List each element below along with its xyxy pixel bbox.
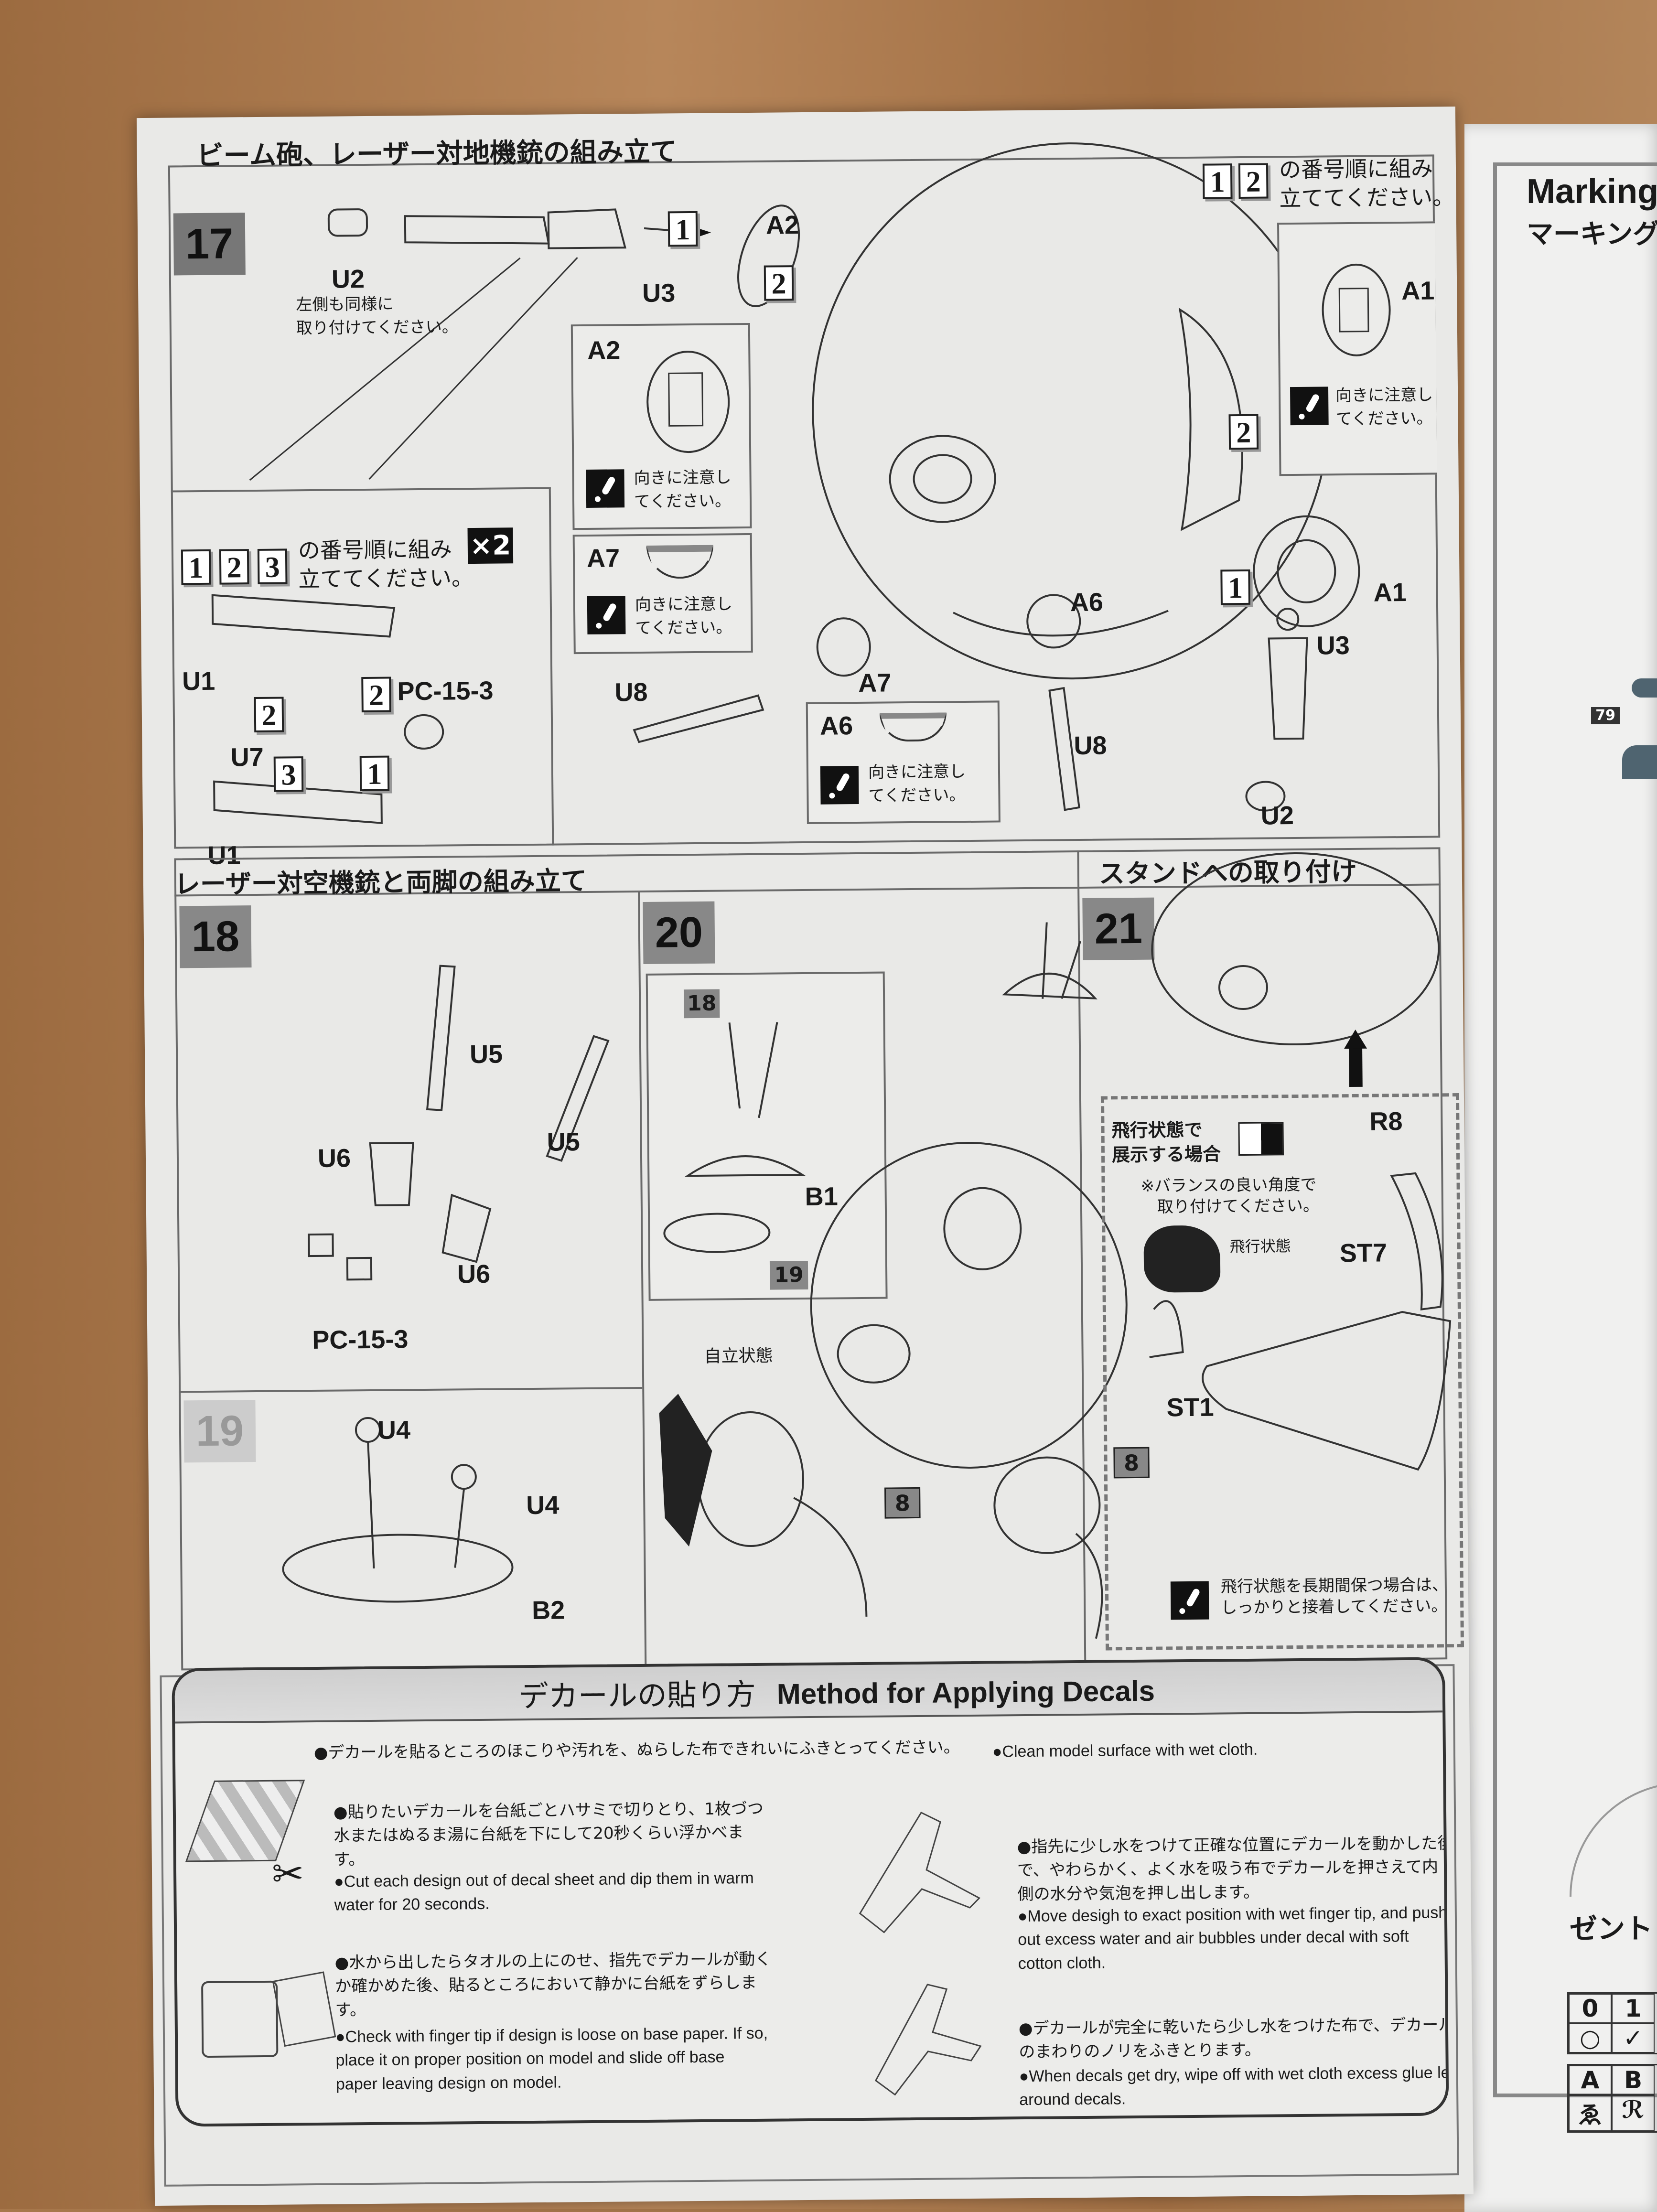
decal-sheet-illustration bbox=[185, 1780, 305, 1862]
flight-display-dashed-box: 飛行状態で 展示する場合 R8 ※バランスの良い角度で 取り付けてください。 飛… bbox=[1100, 1093, 1464, 1651]
table-cell: ゑ bbox=[1569, 2095, 1612, 2131]
beam-cannon-right bbox=[1268, 637, 1308, 740]
glue-note: 飛行状態を長期間保つ場合は、 しっかりと接着してください。 bbox=[1220, 1575, 1449, 1618]
step17-diagram bbox=[211, 142, 1360, 824]
part-u8-left bbox=[633, 694, 764, 743]
part-u1-top bbox=[211, 594, 396, 638]
step20-diagram bbox=[659, 922, 1128, 1639]
step18-19-diagram bbox=[282, 965, 610, 1603]
label-st1: ST1 bbox=[1166, 1393, 1214, 1422]
part-u8-right bbox=[1048, 687, 1080, 811]
decal-step3-jp: ●水から出したらタオルの上にのせ、指先でデカールが動く か確かめた後、貼るところ… bbox=[334, 1949, 772, 2020]
part-a1 bbox=[1253, 515, 1360, 627]
aircraft-part-illustration bbox=[1622, 745, 1657, 779]
table-cell: 1 bbox=[1612, 1994, 1655, 2023]
decal-method-panel: デカールの貼り方 Method for Applying Decals ●デカー… bbox=[172, 1657, 1449, 2127]
a1-part-illustration bbox=[1322, 263, 1391, 356]
step21-pod-diagram bbox=[1151, 852, 1440, 1087]
table-cell: ✓ bbox=[1612, 2023, 1655, 2053]
decal-step5-jp: ●デカールが完全に乾いたら少し水をつけた布で、デカール のまわりのノリをふきとり… bbox=[1018, 2015, 1449, 2062]
pc-15-3-cap bbox=[404, 714, 444, 750]
marking-title: Marking bbox=[1527, 172, 1657, 211]
marking-title-jp: マーキング bbox=[1527, 219, 1657, 250]
a2-inset: A2 向きに注意し てください。 bbox=[570, 322, 752, 530]
decal-title-jp: デカールの貼り方 bbox=[518, 1676, 756, 1714]
decal-step5-en: ●When decals get dry, wipe off with wet … bbox=[1019, 2063, 1449, 2109]
decal-title-en: Method for Applying Decals bbox=[776, 1675, 1155, 1710]
decal-step4-en: ●Move desigh to exact position with wet … bbox=[1017, 1903, 1448, 1973]
caution-icon bbox=[1170, 1581, 1209, 1620]
table-cell: B bbox=[1612, 2065, 1655, 2095]
decal-step4-jp: ●指先に少し水をつけて正確な位置にデカールを動かした後 で、やわらかく、よく水を… bbox=[1017, 1834, 1449, 1904]
towel-illustration bbox=[272, 1971, 336, 2047]
a2-part-illustration bbox=[646, 351, 730, 453]
decal-step2-jp: ●貼りたいデカールを台紙ごとハサミで切りとり、1枚づつ 水またはぬるま湯に台紙を… bbox=[333, 1799, 764, 1869]
part-u2-right bbox=[1245, 781, 1286, 812]
water-tray-illustration bbox=[201, 1980, 279, 2058]
part-u1-bottom bbox=[213, 780, 383, 824]
instruction-page: ビーム砲、レーザー対地機銃の組み立て 17 bbox=[136, 107, 1474, 2206]
decal-number-tag: 79 bbox=[1591, 707, 1620, 724]
beam-cannon-tip bbox=[547, 208, 626, 249]
pod-lens bbox=[889, 435, 996, 523]
aircraft-part-illustration bbox=[1632, 678, 1657, 698]
pod-side-panel bbox=[1178, 308, 1244, 531]
part-a7 bbox=[816, 617, 871, 677]
section-heading: ゼント bbox=[1570, 1912, 1653, 1945]
inset-diagram bbox=[663, 1022, 806, 1253]
decal-step2-en: ●Cut each design out of decal sheet and … bbox=[334, 1868, 754, 1914]
decal-step3-en: ●Check with finger tip if design is loos… bbox=[335, 2024, 768, 2094]
scissors-icon: ✂ bbox=[271, 1851, 304, 1896]
decal-step1-en: ●Clean model surface with wet cloth. bbox=[992, 1740, 1258, 1761]
a1-inset: A1 向きに注意し てください。 bbox=[1277, 221, 1437, 476]
stand-diagram bbox=[1149, 1172, 1452, 1471]
standing-silhouette bbox=[659, 1394, 712, 1547]
decal-step1-jp: ●デカールを貼るところのほこりや汚れを、ぬらした布できれいにふきとってください。 bbox=[313, 1738, 960, 1763]
part-u2 bbox=[327, 208, 368, 237]
part-u3-right bbox=[1276, 608, 1300, 631]
table-cell: ○ bbox=[1569, 2023, 1612, 2053]
table-cell: 0 bbox=[1569, 1994, 1612, 2023]
valkyrie-hand-illustrations bbox=[859, 1811, 982, 2096]
step20-inset: 18 B1 19 bbox=[646, 971, 888, 1301]
part-a6 bbox=[1026, 594, 1081, 649]
part-a2 bbox=[737, 204, 800, 307]
table-cell: ℛ bbox=[1612, 2095, 1655, 2131]
table-cell: A bbox=[1569, 2065, 1612, 2095]
